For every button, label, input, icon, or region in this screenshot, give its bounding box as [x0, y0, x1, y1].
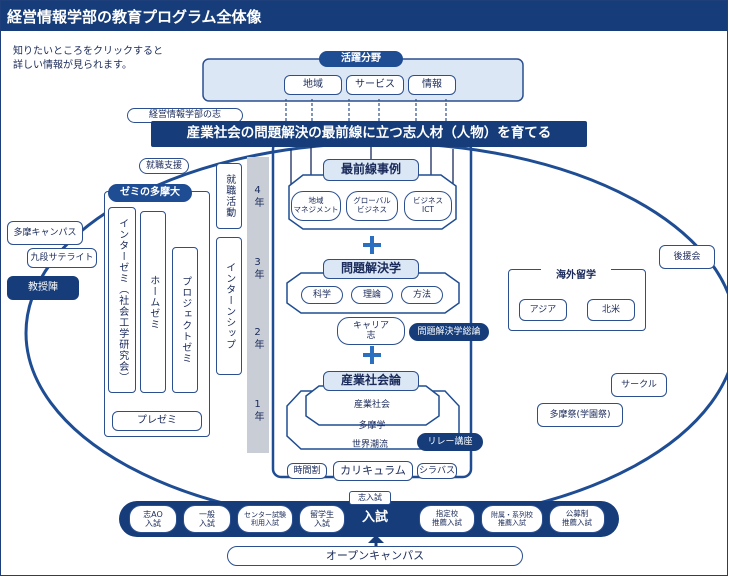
admission-main[interactable]: 入試 — [351, 507, 399, 529]
activity-title[interactable]: 活躍分野 — [319, 51, 403, 67]
year-4: 4年 — [252, 185, 263, 208]
shushoku-katsudo[interactable]: 就職活動 — [216, 163, 242, 229]
alumni-association[interactable]: 後援会 — [659, 245, 715, 269]
frontline-ict[interactable]: ビジネス ICT — [404, 191, 452, 221]
problem-kagaku[interactable]: 科学 — [301, 286, 343, 304]
admission-ippan[interactable]: 一般 入試 — [183, 505, 231, 533]
frontline-chiiki[interactable]: 地域 マネジメント — [291, 191, 341, 221]
year-2: 2年 — [252, 327, 263, 350]
open-campus[interactable]: オープンキャンパス — [227, 546, 523, 566]
abroad-title[interactable]: 海外留学 — [541, 266, 611, 282]
problem-title[interactable]: 問題解決学 — [323, 259, 419, 279]
activity-chiiki[interactable]: 地域 — [284, 75, 342, 95]
admission-fuzoku[interactable]: 附属・系列校 推薦入試 — [481, 505, 543, 533]
job-support[interactable]: 就職支援 — [139, 158, 189, 174]
admission-kobo[interactable]: 公募制 推薦入試 — [549, 505, 605, 533]
admission-shiteiko[interactable]: 指定校 推薦入試 — [419, 505, 475, 533]
frontline-global[interactable]: グローバル ビジネス — [346, 191, 398, 221]
pre-zemi[interactable]: プレゼミ — [112, 411, 202, 431]
admission-center[interactable]: センター試験 利用入試 — [237, 505, 293, 533]
frontline-title[interactable]: 最前線事例 — [323, 159, 419, 181]
page-title: 経営情報学部の教育プログラム全体像 — [1, 1, 727, 31]
kudan-satellite[interactable]: 九段サテライト — [27, 248, 97, 268]
zemi-title[interactable]: ゼミの多摩大 — [108, 184, 192, 202]
activity-joho[interactable]: 情報 — [408, 75, 456, 95]
industry-sangyo[interactable]: 産業社会 — [353, 400, 390, 410]
industry-tamagaku[interactable]: 多摩学 — [358, 421, 386, 431]
admission-ryugakusei[interactable]: 留学生 入試 — [299, 505, 345, 533]
problem-hoho[interactable]: 方法 — [401, 286, 443, 304]
admission-ao[interactable]: 志AO 入試 — [129, 505, 177, 533]
shi-nyushi[interactable]: 志入試 — [349, 491, 391, 505]
year-3: 3年 — [252, 257, 263, 280]
zemi-project[interactable]: プロジェクトゼミ — [172, 247, 198, 393]
circle[interactable]: サークル — [611, 373, 667, 397]
zemi-home[interactable]: ホームゼミ — [140, 211, 166, 393]
industry-world[interactable]: 世界潮流 — [351, 440, 388, 450]
year-1: 1年 — [252, 399, 263, 422]
zemi-inter[interactable]: インターゼミ（社会工学研究会） — [108, 207, 136, 393]
curriculum[interactable]: カリキュラム — [333, 461, 413, 481]
internship[interactable]: インターンシップ — [216, 237, 242, 375]
problem-riron[interactable]: 理論 — [351, 286, 393, 304]
syllabus[interactable]: シラバス — [417, 463, 457, 479]
tama-festival[interactable]: 多摩祭(学園祭) — [537, 403, 623, 427]
tama-campus[interactable]: 多摩キャンパス — [7, 221, 83, 245]
mission-banner[interactable]: 産業社会の問題解決の最前線に立つ志人材（人物）を育てる — [151, 121, 587, 147]
career-kokorozashi[interactable]: キャリア 志 — [337, 317, 405, 345]
problem-theory[interactable]: 問題解決学総論 — [409, 323, 489, 341]
jikanwari[interactable]: 時間割 — [287, 463, 327, 479]
faculty[interactable]: 教授陣 — [7, 276, 79, 300]
abroad-asia[interactable]: アジア — [519, 299, 567, 321]
relay-lecture[interactable]: リレー講座 — [417, 433, 483, 451]
instruction-text: 知りたいところをクリックすると 詳しい情報が見られます。 — [13, 46, 163, 71]
abroad-america[interactable]: 北米 — [587, 299, 635, 321]
industry-title[interactable]: 産業社会論 — [323, 371, 419, 391]
activity-service[interactable]: サービス — [346, 75, 404, 95]
